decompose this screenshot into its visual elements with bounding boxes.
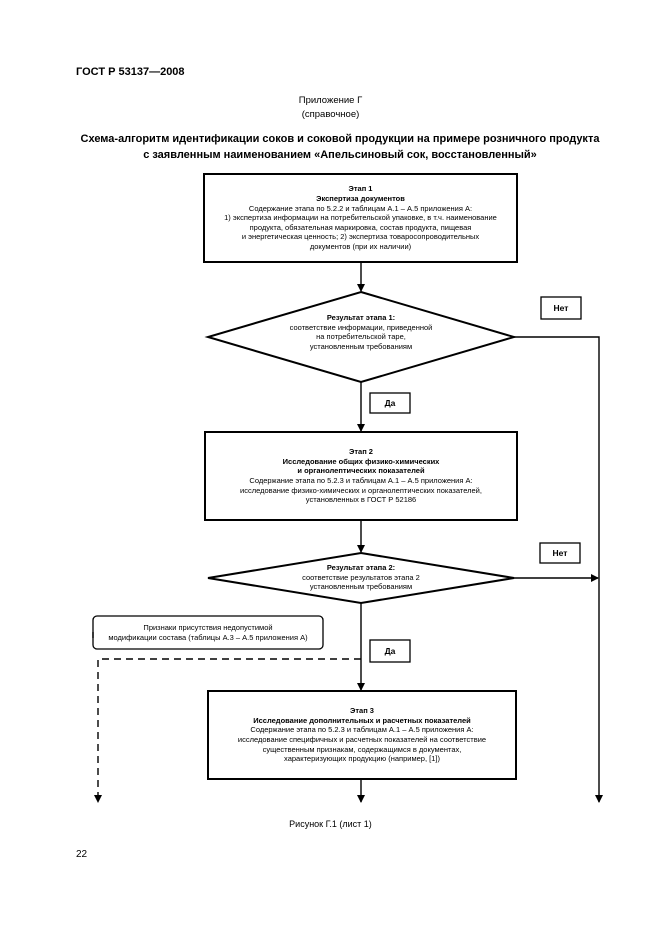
annex-title: Приложение Г <box>298 95 363 106</box>
yes1-box <box>369 392 411 414</box>
stage2-line4: исследование физико-химических и органол… <box>240 485 482 495</box>
note-line1: Признаки присутствия недопустимой <box>143 622 273 632</box>
stage1-content: Этап 1 Экспертиза документов Содержание … <box>204 176 517 260</box>
stage2-line1: Исследование общих физико-химических <box>282 456 440 466</box>
page-number: 22 <box>76 849 88 860</box>
no1-label: Нет <box>553 303 569 313</box>
no2-box <box>539 542 581 564</box>
stage2-content: Этап 2 Исследование общих физико-химичес… <box>205 434 517 518</box>
decision1-line3: установленным требованиям <box>309 341 413 351</box>
decision1-line2: на потребительской таре, <box>316 332 406 342</box>
line-no1 <box>514 336 603 803</box>
stage3-line5: характеризующих продукцию (например, [1]… <box>284 754 440 764</box>
stage3-line4: существенным признакам, содержащимся в д… <box>262 744 462 754</box>
stage3-title: Этап 3 <box>350 706 374 716</box>
stage1-title: Этап 1 <box>348 184 373 194</box>
decision1-title: Результат этапа 1: <box>326 313 396 322</box>
yes2-label: Да <box>384 646 396 656</box>
dashed-branch-line <box>94 658 361 803</box>
annex-status: (справочное) <box>301 109 360 120</box>
decision2-line1: соответствие результатов этапа 2 <box>302 572 420 582</box>
standard-header: ГОСТ Р 53137—2008 <box>76 66 185 78</box>
decision1-line1: соответствие информации, приведенной <box>289 322 433 332</box>
decision1-content: Результат этапа 1: соответствие информац… <box>240 313 482 351</box>
figure-title-line2: с заявленным наименованием «Апельсиновый… <box>143 149 537 161</box>
stage1-line5: документов (при их наличии) <box>309 241 412 251</box>
yes2-box <box>369 639 411 663</box>
figure-title-line1: Схема-алгоритм идентификации соков и сок… <box>80 133 600 145</box>
stage2-line2: и органолептических показателей <box>297 466 425 476</box>
decision2-line2: установленным требованиям <box>309 582 413 592</box>
no1-box <box>540 296 582 320</box>
stage1-line4: и энергетическая ценность; 2) экспертиза… <box>241 232 480 242</box>
stage1-line2: 1) экспертиза информации на потребительс… <box>224 213 497 223</box>
decision2-content: Результат этапа 2: соответствие результа… <box>250 563 472 592</box>
stage3-content: Этап 3 Исследование дополнительных и рас… <box>208 693 516 777</box>
stage2-line3: Содержание этапа по 5.2.3 и таблицам А.1… <box>249 476 473 485</box>
yes1-label: Да <box>384 398 396 408</box>
stage3-line3: исследование специфичных и расчетных пок… <box>237 735 487 744</box>
stage3-line1: Исследование дополнительных и расчетных … <box>253 715 471 725</box>
figure-caption: Рисунок Г.1 (лист 1) <box>289 819 372 829</box>
note-content: Признаки присутствия недопустимой модифи… <box>93 617 323 648</box>
stage3-line2: Содержание этапа по 5.2.3 и таблицам А.1… <box>250 725 474 735</box>
stage3-box <box>207 690 517 780</box>
no2-label: Нет <box>552 548 568 558</box>
stage2-title: Этап 2 <box>349 447 373 457</box>
decision2-title: Результат этапа 2: <box>326 563 396 572</box>
stage1-line1: Содержание этапа по 5.2.2 и таблицам А.1… <box>248 203 473 213</box>
figure-title: Схема-алгоритм идентификации соков и сок… <box>60 131 620 163</box>
stage2-line5: установленных в ГОСТ Р 52186 <box>305 495 417 505</box>
note-line2: модификации состава (таблицы А.3 – А.5 п… <box>108 632 308 642</box>
stage1-subtitle: Экспертиза документов <box>316 194 405 204</box>
stage1-line3: продукта, обязательная маркировка, соста… <box>249 222 472 232</box>
